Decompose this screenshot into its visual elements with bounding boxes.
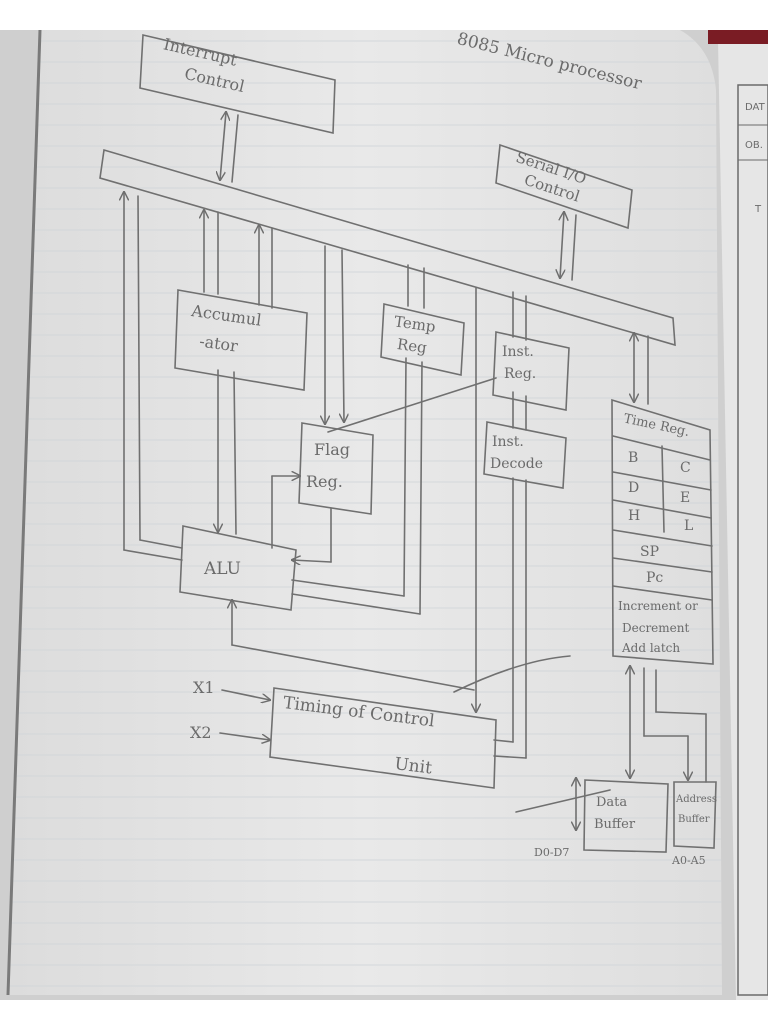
data-buffer-label-1: Data [596,795,627,810]
page-left-margin [6,29,42,996]
register-sp: SP [640,544,659,560]
temp-reg-label-2: Reg [396,335,428,357]
notebook-spine-edge [708,30,768,44]
register-pc: Pc [646,570,663,586]
register-l: L [684,518,693,534]
x2-input-label: X2 [190,723,212,742]
internal-data-bus [99,148,676,347]
serial-io-control-block [495,143,633,230]
side-page-label-1: DAT [745,102,766,113]
address-buffer-label-1: Address [675,794,717,805]
side-page [718,40,768,1000]
register-b: B [628,450,638,466]
register-d: D [628,480,639,496]
inst-decode-label-1: Inst. [492,434,524,450]
address-buffer-label-2: Buffer [678,814,710,825]
address-buffer-block [673,781,717,849]
interrupt-control-block [139,34,336,134]
timing-control-label-2: Unit [393,754,433,778]
inst-reg-label-1: Inst. [502,344,534,360]
data-bus-label: D0-D7 [534,846,569,859]
register-h: H [628,508,640,524]
data-buffer-label-2: Buffer [594,817,636,832]
latch-label-2: Decrement [622,621,689,635]
data-buffer-block [583,779,669,853]
temp-reg-label-1: Temp [393,312,437,336]
register-array [611,398,714,665]
timing-control-unit-block [269,687,497,789]
inst-reg-block [492,331,570,411]
x1-input-label: X1 [193,678,215,697]
side-page-label-3: T [754,204,762,215]
side-page-label-2: OB. [745,140,763,151]
inst-reg-label-2: Reg. [504,366,536,382]
accumulator-block [174,289,308,391]
address-bus-label: A0-A5 [671,854,706,867]
inst-decode-block [483,421,567,489]
temp-reg-block [380,303,465,376]
latch-label-1: Increment or [618,599,698,613]
inst-decode-label-2: Decode [490,456,543,472]
register-c: C [680,460,691,476]
register-e: E [680,490,690,506]
flag-reg-label-1: Flag [314,440,350,459]
alu-block [179,525,297,611]
alu-label: ALU [203,559,241,579]
flag-reg-label-2: Reg. [306,472,343,491]
latch-label-3: Add latch [621,641,680,655]
